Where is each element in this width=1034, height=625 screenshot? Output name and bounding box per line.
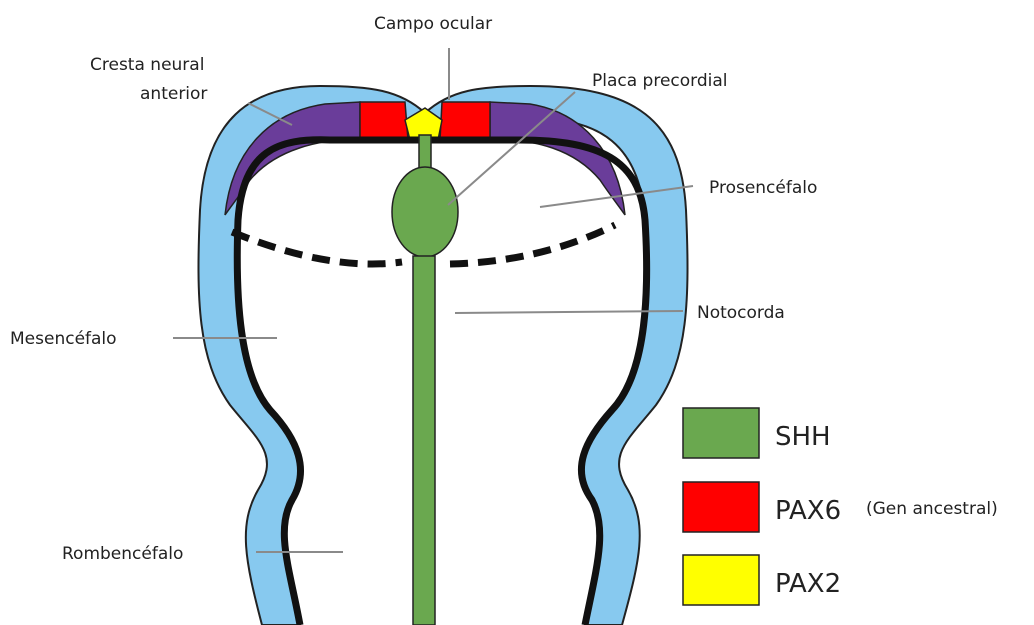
prechordal-plate [392, 167, 458, 257]
pax6-segment-left [360, 102, 408, 140]
label-rombencefalo: Rombencéfalo [62, 544, 183, 564]
legend-swatch-pax6 [683, 482, 759, 532]
legend: SHH PAX6 (Gen ancestral) PAX2 [683, 408, 998, 605]
label-notocorda: Notocorda [697, 303, 785, 323]
legend-swatch-pax2 [683, 555, 759, 605]
legend-note-pax6: (Gen ancestral) [866, 499, 998, 519]
outer-ectoderm-layer [198, 86, 687, 625]
legend-label-pax2: PAX2 [775, 569, 841, 599]
label-prosencefalo: Prosencéfalo [709, 178, 817, 198]
label-placa-precordial: Placa precordial [592, 71, 728, 91]
pax6-segment-right [440, 102, 490, 140]
label-mesencefalo: Mesencéfalo [10, 329, 117, 349]
legend-swatch-shh [683, 408, 759, 458]
brain-boundary-dashed [232, 232, 402, 264]
label-cresta-neural-line2: anterior [140, 84, 207, 104]
legend-label-shh: SHH [775, 422, 831, 452]
brain-boundary-dashed-right [450, 225, 615, 264]
label-campo-ocular: Campo ocular [374, 14, 492, 34]
label-cresta-neural-line1: Cresta neural [90, 55, 204, 75]
legend-label-pax6: PAX6 [775, 496, 841, 526]
notochord [413, 256, 435, 625]
